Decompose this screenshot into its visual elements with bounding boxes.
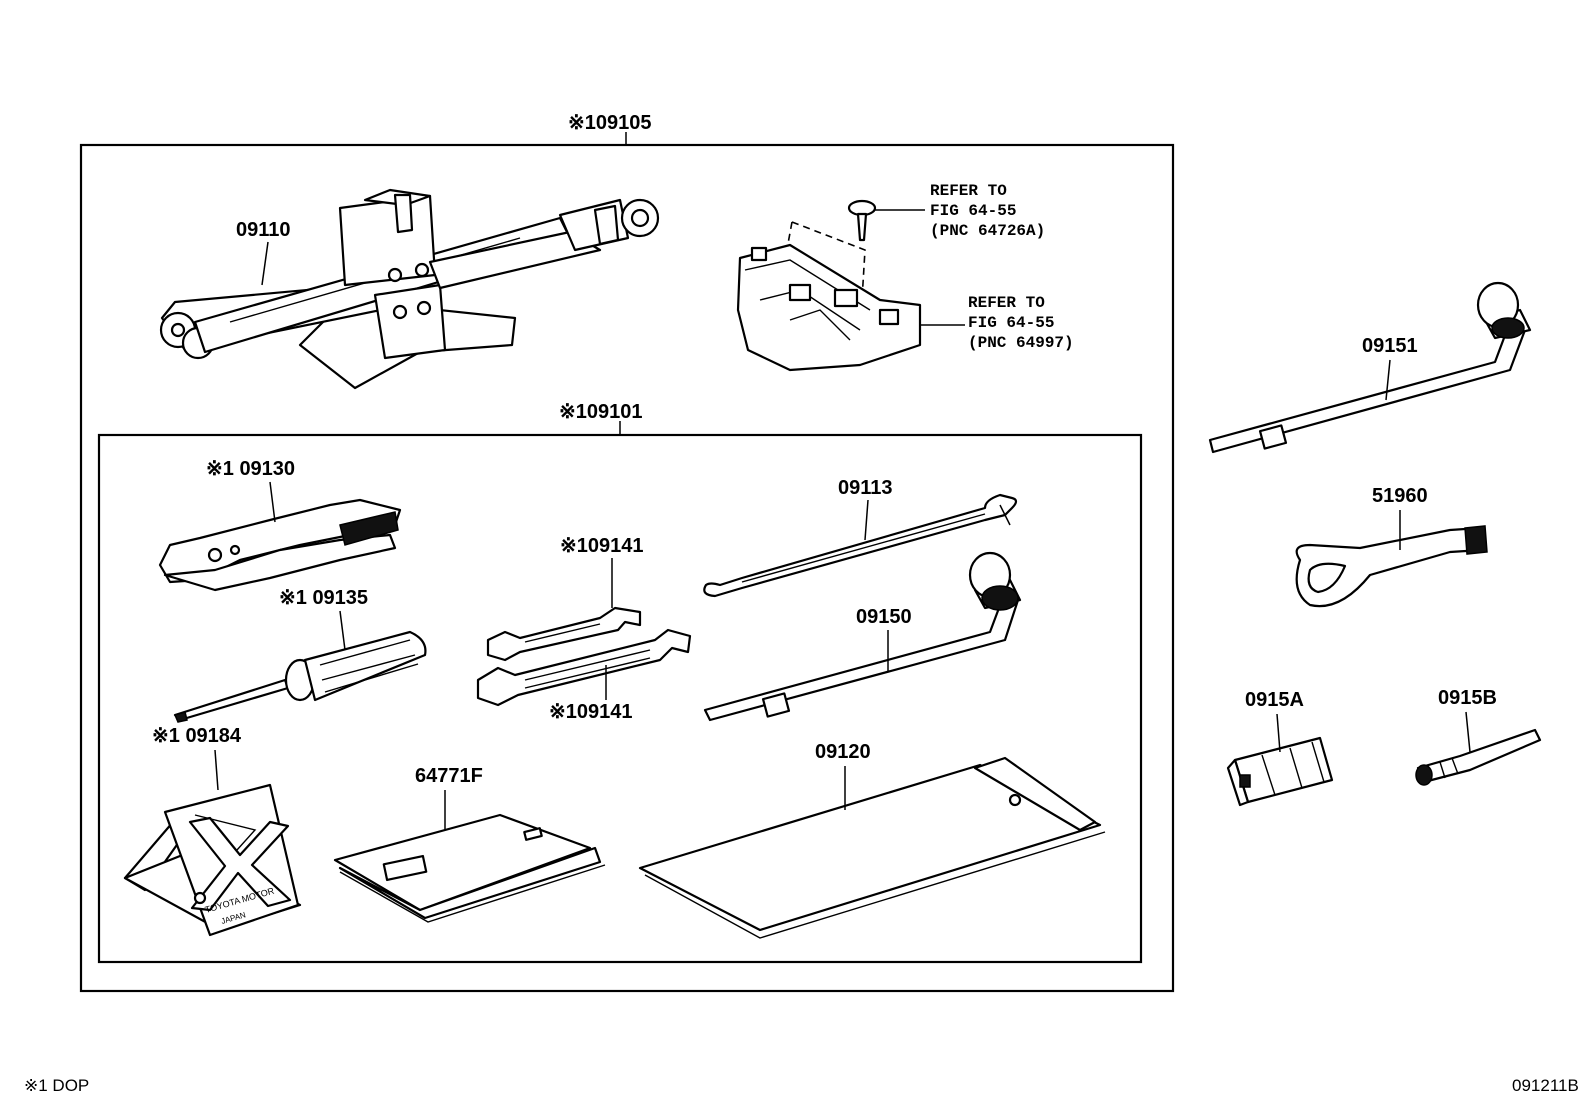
tray-ref-line1: REFER TO [968, 294, 1045, 312]
tray-ref-line3: (PNC 64997) [968, 334, 1074, 352]
hook-rod-illustration [703, 493, 1018, 598]
clip-ref-line1: REFER TO [930, 182, 1007, 200]
screwdriver-illustration [173, 630, 427, 723]
pliers-label: ※1 09130 [206, 458, 295, 480]
wrench-upper-illustration [486, 606, 642, 662]
tool-bag-label: 09120 [815, 741, 871, 763]
clip-ref-line2: FIG 64-55 [930, 202, 1016, 220]
tray-ref-line2: FIG 64-55 [968, 314, 1054, 332]
tow-eye-illustration [1295, 525, 1488, 608]
adapter-a-illustration [1226, 736, 1334, 807]
tool-bag-illustration [638, 756, 1106, 939]
adapter-b-illustration [1415, 728, 1542, 786]
lug-wrench-illustration [1208, 281, 1532, 454]
adapter-a-label: 0915A [1245, 689, 1304, 711]
clip-ref-line3: (PNC 64726A) [930, 222, 1045, 240]
tow-eye-label: 51960 [1372, 485, 1428, 507]
wrench-upper-label: ※109141 [560, 535, 644, 557]
hook-rod-label: 09113 [838, 477, 893, 499]
footer-code: 091211B [1512, 1076, 1579, 1095]
handle-illustration [703, 551, 1022, 722]
manual-label: 64771F [415, 765, 483, 787]
tray-illustration [736, 221, 922, 372]
handle-label: 09150 [856, 606, 912, 628]
wheel-chock-illustration: TOYOTA MOTOR JAPAN [123, 783, 302, 937]
pliers-illustration [158, 498, 402, 592]
clip-illustration [847, 199, 877, 242]
manual-illustration [333, 813, 606, 923]
jack-illustration [159, 188, 660, 390]
jack-label: 09110 [236, 219, 291, 241]
kit-inner-label: ※109101 [559, 401, 643, 423]
wrench-lower-label: ※109141 [549, 701, 633, 723]
adapter-b-label: 0915B [1438, 687, 1497, 709]
screwdriver-label: ※1 09135 [279, 587, 368, 609]
wheel-chock-label: ※1 09184 [152, 725, 242, 747]
kit-outer-frame [79, 143, 1175, 993]
wrench-lower-illustration [476, 628, 692, 707]
kit-outer-label: ※109105 [568, 112, 652, 134]
footer-note: ※1 DOP [24, 1076, 89, 1095]
lug-wrench-label: 09151 [1362, 335, 1418, 357]
